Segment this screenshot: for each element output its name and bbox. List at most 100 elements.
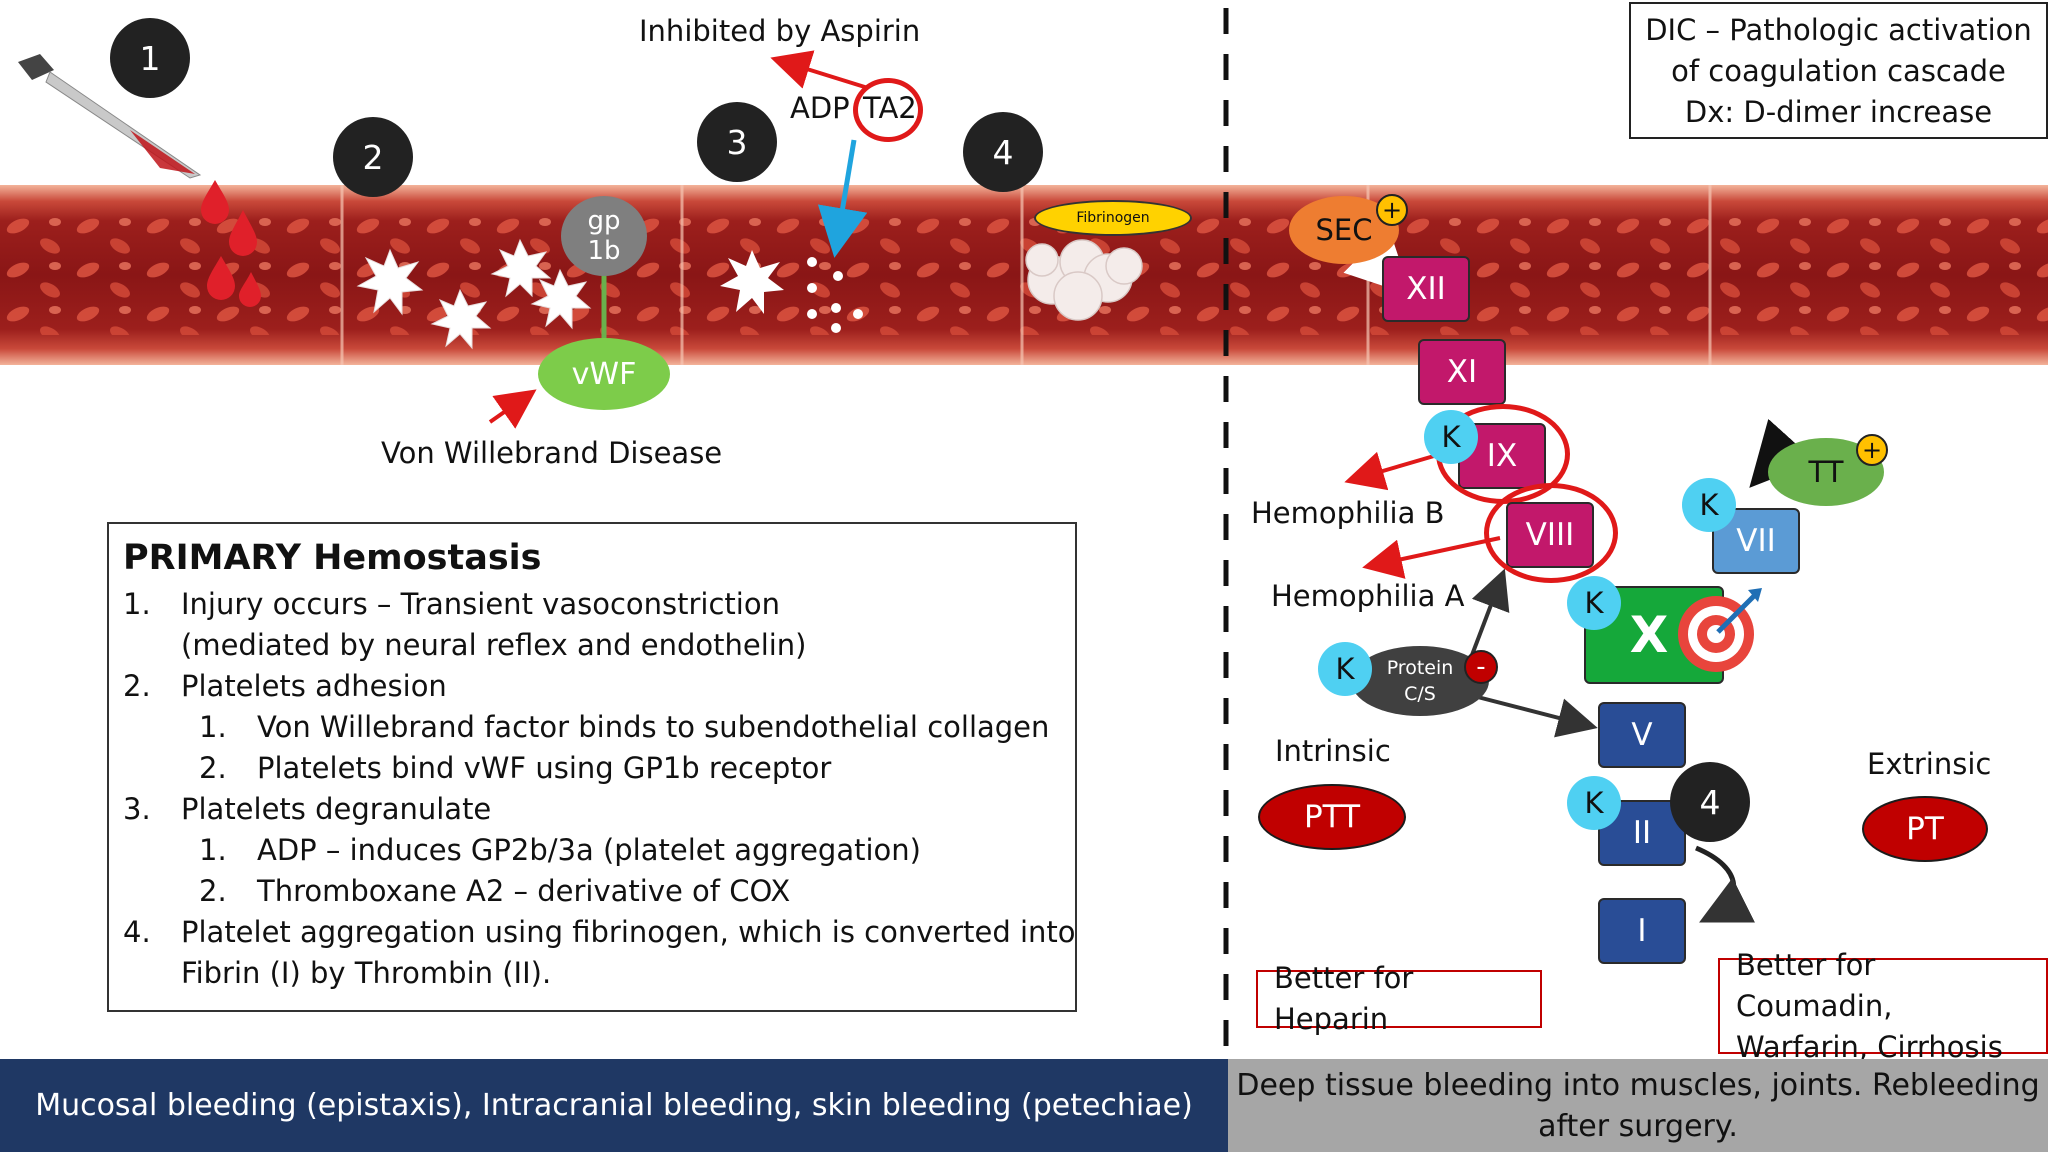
fibrinogen-node: Fibrinogen <box>1034 200 1192 236</box>
item-text: Injury occurs – Transient vasoconstricti… <box>181 587 780 621</box>
item-text: ADP – induces GP2b/3a (platelet aggregat… <box>257 833 921 867</box>
von-willebrand-disease-label: Von Willebrand Disease <box>381 436 723 470</box>
gp1b-label-bottom: 1b <box>587 236 621 266</box>
k-badge-vii: K <box>1682 478 1736 532</box>
divider-dashed <box>1223 8 1229 1059</box>
k-badge-protein: K <box>1318 642 1372 696</box>
item-number: 2. <box>123 669 151 703</box>
footer-right-line-1: Deep tissue bleeding into muscles, joint… <box>1236 1067 2040 1103</box>
sec-label: SEC <box>1315 213 1373 247</box>
item-text: Platelets bind vWF using GP1b receptor <box>257 751 832 785</box>
primary-item: Fibrin (I) by Thrombin (II). <box>123 953 1061 994</box>
ptt-pill: PTT <box>1258 784 1406 850</box>
primary-subitem: 1. Von Willebrand factor binds to subendo… <box>123 707 1061 748</box>
step-4-label: 4 <box>1699 782 1721 822</box>
footer-left-bar: Mucosal bleeding (epistaxis), Intracrani… <box>0 1059 1228 1152</box>
step-1-label: 1 <box>139 38 161 78</box>
blood-drops-icon <box>201 180 261 307</box>
item-number: 4. <box>123 915 151 949</box>
protein-label-top: Protein <box>1386 657 1454 679</box>
factor-v: V <box>1598 702 1686 768</box>
dic-line-2: of coagulation cascade <box>1671 54 2006 88</box>
k-badge-x: K <box>1567 576 1621 630</box>
footer-right-line-2: after surgery. <box>1538 1108 1738 1144</box>
step-4-badge: 4 <box>963 112 1043 192</box>
item-text: Fibrin (I) by Thrombin (II). <box>181 956 552 990</box>
gp1b-label-top: gp <box>587 206 621 236</box>
primary-item: 4. Platelet aggregation using fibrinogen,… <box>123 912 1076 953</box>
primary-item: 1.Injury occurs – Transient vasoconstric… <box>123 584 1061 625</box>
protein-label-bottom: C/S <box>1404 683 1436 705</box>
factor-x-label: X <box>1629 606 1669 664</box>
k-label: K <box>1584 786 1604 820</box>
plus-label: + <box>1381 196 1403 224</box>
vwf-node: vWF <box>538 338 670 410</box>
factor-i: I <box>1598 898 1686 964</box>
k-label: K <box>1584 586 1604 620</box>
factor-ii-label: II <box>1632 815 1652 851</box>
step-2-badge: 2 <box>333 117 413 197</box>
factor-xi-label: XI <box>1446 354 1478 390</box>
item-text: Platelets adhesion <box>181 669 447 703</box>
item-text: (mediated by neural reflex and endotheli… <box>181 628 807 662</box>
factor-i-label: I <box>1637 913 1647 949</box>
factor-viii-highlight <box>1484 483 1618 583</box>
step-1-badge: 1 <box>110 18 190 98</box>
item-number: 1. <box>199 833 227 867</box>
k-label: K <box>1335 652 1355 686</box>
k-badge-ii: K <box>1567 776 1621 830</box>
adp-label: ADP <box>790 91 850 125</box>
degranulating-platelet-icon <box>720 250 863 333</box>
ptt-label: PTT <box>1303 799 1361 835</box>
dic-box: DIC – Pathologic activation of coagulati… <box>1629 2 2048 139</box>
primary-hemostasis-box: PRIMARY Hemostasis 1.Injury occurs – Tra… <box>107 522 1077 1012</box>
primary-subitem: 2. Platelets bind vWF using GP1b receptor <box>123 748 1061 789</box>
dic-line-1: DIC – Pathologic activation <box>1645 13 2032 47</box>
item-number: 2. <box>199 751 227 785</box>
hemophilia-b-label: Hemophilia B <box>1251 496 1445 530</box>
footer-right-bar: Deep tissue bleeding into muscles, joint… <box>1228 1059 2048 1152</box>
better-for-coumadin-line-1: Better for Coumadin, <box>1736 947 1893 1023</box>
vwf-label: vWF <box>571 356 637 392</box>
factor-v-label: V <box>1631 717 1653 753</box>
plus-label: + <box>1861 436 1883 464</box>
step-2-label: 2 <box>362 137 384 177</box>
protein-minus-badge: - <box>1464 650 1498 684</box>
factor-xii-label: XII <box>1406 271 1446 307</box>
item-number: 1. <box>199 710 227 744</box>
tt-node: TT <box>1768 438 1884 506</box>
extrinsic-label: Extrinsic <box>1867 747 1992 781</box>
step-4-label: 4 <box>992 132 1014 172</box>
item-number: 3. <box>123 792 151 826</box>
gp1b-receptor: gp 1b <box>561 196 647 276</box>
item-number: 2. <box>199 874 227 908</box>
item-text: Platelet aggregation using fibrinogen, w… <box>181 915 1076 949</box>
step-4-badge-cascade: 4 <box>1670 762 1750 842</box>
footer-left-text: Mucosal bleeding (epistaxis), Intracrani… <box>35 1088 1193 1123</box>
tt-label: TT <box>1808 455 1844 489</box>
blood-vessel <box>0 185 2048 365</box>
factor-xii: XII <box>1382 256 1470 322</box>
primary-subitem: 1. ADP – induces GP2b/3a (platelet aggreg… <box>123 830 1061 871</box>
better-for-coumadin-box: Better for Coumadin, Warfarin, Cirrhosis <box>1718 948 2048 1064</box>
primary-hemostasis-title: PRIMARY Hemostasis <box>123 538 542 578</box>
ta2-label: TA2 <box>863 91 917 125</box>
primary-subitem: 2. Thromboxane A2 – derivative of COX <box>123 871 1061 912</box>
step-3-badge: 3 <box>697 102 777 182</box>
ta2-circled <box>853 78 923 142</box>
platelet-aggregate-icon <box>1025 239 1143 321</box>
primary-item: 3.Platelets degranulate <box>123 789 1061 830</box>
tt-plus-badge: + <box>1856 434 1888 466</box>
better-for-coumadin-line-2: Warfarin, Cirrhosis <box>1736 1029 2003 1064</box>
inhibited-by-aspirin-label: Inhibited by Aspirin <box>639 14 921 48</box>
item-text: Von Willebrand factor binds to subendoth… <box>257 710 1050 744</box>
hemophilia-a-label: Hemophilia A <box>1271 579 1465 613</box>
item-text: Thromboxane A2 – derivative of COX <box>257 874 791 908</box>
k-label: K <box>1699 488 1719 522</box>
k-badge-ix: K <box>1424 410 1478 464</box>
primary-item: (mediated by neural reflex and endotheli… <box>123 625 1061 666</box>
pt-pill: PT <box>1862 796 1988 862</box>
pt-label: PT <box>1906 811 1944 847</box>
step-3-label: 3 <box>726 122 748 162</box>
k-label: K <box>1441 420 1461 454</box>
